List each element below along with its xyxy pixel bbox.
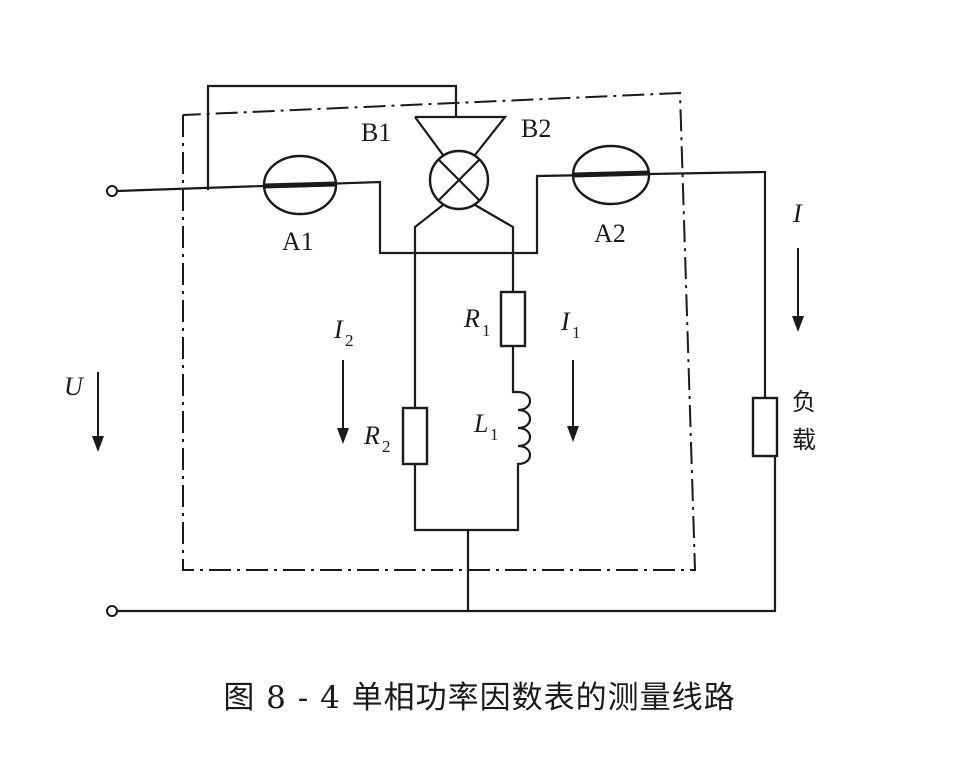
- resistor-r2: [401, 406, 429, 466]
- top-terminal: [106, 185, 118, 197]
- label-voltage: U: [64, 372, 85, 401]
- label-a1: A1: [282, 227, 314, 256]
- label-l1: L: [473, 409, 488, 438]
- label-a2: A2: [594, 219, 626, 248]
- ammeter-a1: [262, 154, 338, 216]
- label-r2-sub: 2: [382, 437, 391, 456]
- label-b2: B2: [521, 114, 551, 143]
- arrows: [92, 248, 804, 452]
- label-b1: B1: [361, 118, 391, 147]
- label-current-total: I: [792, 199, 803, 228]
- voltage-loop: [182, 91, 697, 571]
- label-current-2: I: [333, 315, 344, 344]
- label-current-2-sub: 2: [345, 331, 354, 350]
- figure-caption: 图 8 - 4 单相功率因数表的测量线路: [223, 680, 736, 716]
- bottom-terminal: [106, 605, 118, 617]
- label-load-line1: 负: [792, 388, 816, 416]
- circuit-diagram: A1 A2 B1 B2 U I I 2 I 1 R 1 R 2 L 1 负 载: [64, 84, 816, 617]
- inductor-l1: [516, 390, 532, 467]
- label-r1-sub: 1: [482, 321, 491, 340]
- power-factor-meter: [413, 115, 515, 253]
- resistor-r1: [499, 290, 527, 348]
- label-current-1-sub: 1: [572, 323, 581, 342]
- label-r1: R: [463, 304, 480, 333]
- label-r2: R: [363, 421, 380, 450]
- ammeter-a2: [571, 144, 651, 206]
- load-resistor: [751, 396, 779, 458]
- label-load-line2: 载: [792, 426, 816, 454]
- label-l1-sub: 1: [490, 425, 499, 444]
- label-current-1: I: [560, 307, 571, 336]
